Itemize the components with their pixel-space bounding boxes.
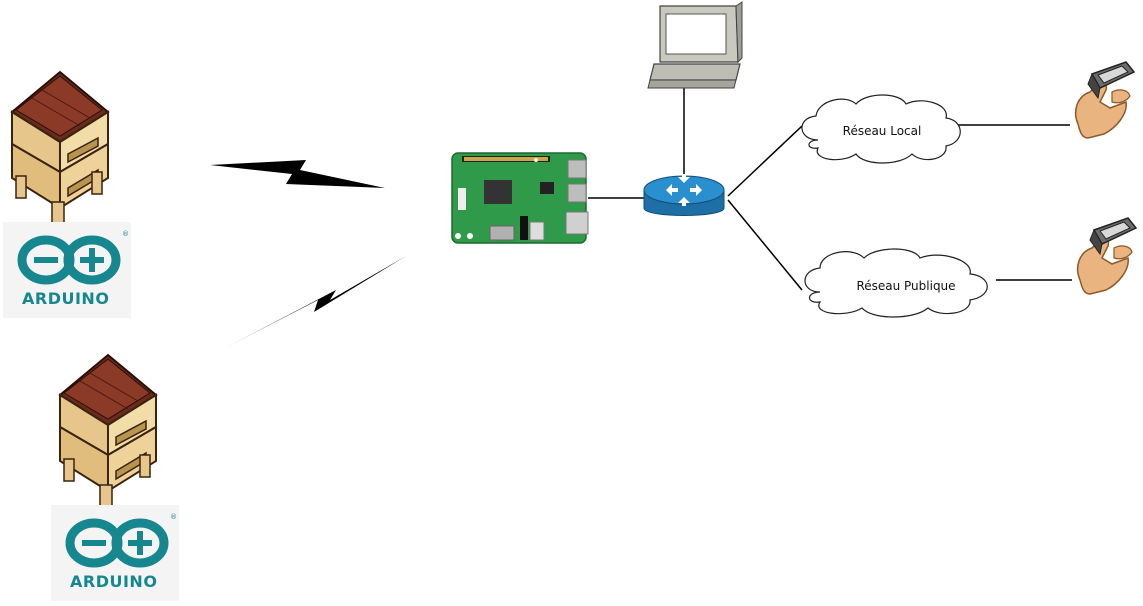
desktop-computer-icon bbox=[647, 1, 743, 89]
registered-mark-bottom: ® bbox=[170, 513, 177, 521]
connection-lines bbox=[588, 86, 1072, 291]
cloud-label-local: Réseau Local bbox=[843, 124, 922, 138]
beehive-icon-top bbox=[11, 71, 109, 227]
arduino-logo-top: ® ARDUINO bbox=[3, 222, 131, 318]
router-icon bbox=[643, 174, 725, 216]
beehive-icon-bottom bbox=[59, 354, 157, 510]
raspberry-pi-board bbox=[451, 152, 589, 244]
link-router-local bbox=[727, 125, 803, 197]
cloud-icon-local: Réseau Local bbox=[801, 94, 961, 164]
smartphone-in-hand-icon-public bbox=[1076, 217, 1137, 295]
cloud-label-public: Réseau Publique bbox=[856, 279, 955, 293]
registered-mark: ® bbox=[122, 230, 129, 238]
cloud-icon-public: Réseau Publique bbox=[804, 248, 988, 318]
arduino-logo-bottom: ® ARDUINO bbox=[51, 505, 179, 601]
arduino-logo-text-top: ARDUINO bbox=[22, 289, 109, 308]
link-router-public bbox=[727, 199, 803, 291]
arduino-logo-text-bottom: ARDUINO bbox=[70, 572, 157, 591]
wireless-link-icon-bottom bbox=[225, 256, 406, 348]
wireless-link-icon-top bbox=[210, 160, 385, 188]
smartphone-in-hand-icon-local bbox=[1074, 61, 1135, 139]
